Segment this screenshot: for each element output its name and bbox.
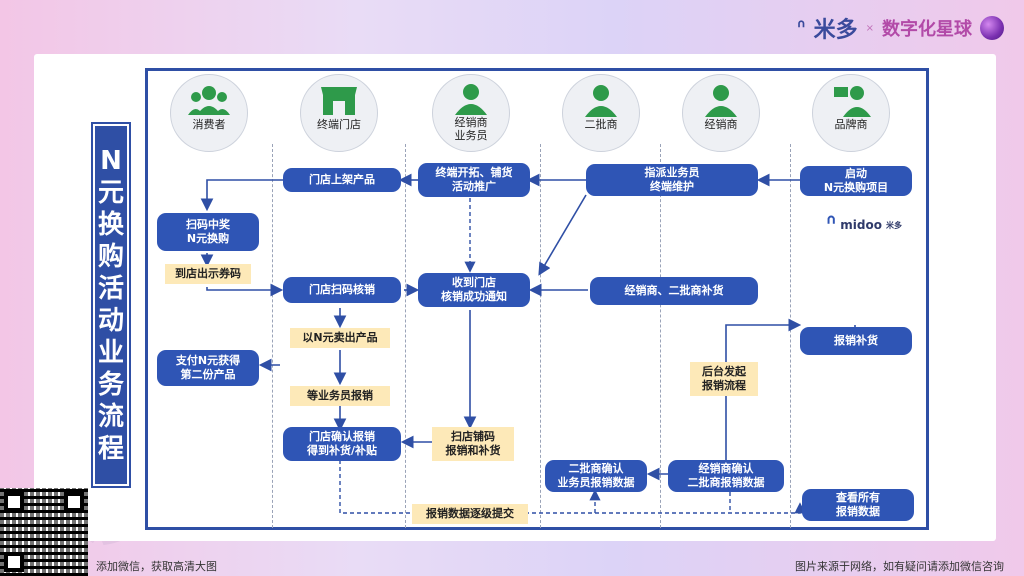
node-replenish: 经销商、二批商补货: [590, 277, 758, 305]
brand-midoo: 米多: [813, 18, 858, 43]
node-scan-store: 扫店铺码 报销和补货: [432, 427, 514, 461]
role-dealer: 经销商: [682, 74, 760, 152]
node-notify: 收到门店 核销成功通知: [418, 273, 530, 307]
tag-sell-n: 以N元卖出产品: [290, 328, 390, 348]
node-scan-win: 扫码中奖 N元换购: [157, 213, 259, 251]
group-icon: [188, 86, 230, 115]
lane-divider: [660, 144, 661, 528]
midoo-logo-icon: ᐢ: [826, 210, 837, 240]
node-store-verify: 门店扫码核销: [283, 277, 401, 303]
node-reimb-goods: 报销补货: [800, 327, 912, 355]
tag-show-coupon: 到店出示券码: [165, 264, 251, 284]
store-icon: [321, 87, 357, 115]
brand-header: ᐢ 米多 × 数字化星球: [796, 14, 1004, 43]
midoo-logo-icon: ᐢ: [796, 15, 806, 41]
node-second-confirm: 二批商确认 业务员报销数据: [545, 460, 647, 492]
role-brand: 品牌商: [812, 74, 890, 152]
node-expand: 终端开拓、铺货 活动推广: [418, 163, 530, 197]
lane-divider: [540, 144, 541, 528]
node-view-all: 查看所有 报销数据: [802, 489, 914, 521]
title-char: 购: [97, 242, 124, 272]
midoo-logo: ᐢ midoo 米多: [826, 210, 902, 240]
flow-frame: [145, 68, 929, 530]
role-second-wholesaler: 二批商: [562, 74, 640, 152]
footer-left-text: 添加微信，获取高清大图: [96, 560, 217, 573]
title-char: 动: [97, 306, 124, 336]
role-store: 终端门店: [300, 74, 378, 152]
lane-divider: [790, 144, 791, 528]
person-icon: [705, 85, 737, 117]
qr-code: [0, 488, 88, 576]
person-icon: [455, 84, 487, 115]
presenter-icon: [834, 86, 871, 117]
tag-submit: 报销数据逐级提交: [412, 504, 528, 524]
title-char: 活: [97, 274, 124, 304]
node-shelf: 门店上架产品: [283, 168, 401, 192]
tag-backend: 后台发起 报销流程: [690, 362, 758, 396]
title-char: 业: [97, 338, 124, 368]
person-icon: [585, 85, 617, 117]
node-dealer-confirm: 经销商确认 二批商报销数据: [668, 460, 784, 492]
node-pay: 支付N元获得 第二份产品: [157, 350, 259, 386]
title-char: 元: [97, 178, 124, 208]
role-dealer-salesman: 经销商 业务员: [432, 74, 510, 152]
node-assign-salesman: 指派业务员 终端维护: [586, 164, 758, 196]
lane-divider: [272, 144, 273, 528]
title-char: 程: [97, 434, 124, 464]
planet-icon: [980, 16, 1004, 40]
footer-right-text: 图片来源于网络，如有疑问请添加微信咨询: [795, 560, 1004, 573]
node-launch: 启动 N元换购项目: [800, 166, 912, 196]
title-char: 换: [97, 210, 124, 240]
title-char: N: [100, 146, 122, 176]
role-consumer: 消费者: [170, 74, 248, 152]
title-char: 流: [97, 402, 124, 432]
lane-divider: [405, 144, 406, 528]
title-char: 务: [97, 370, 124, 400]
tag-wait: 等业务员报销: [290, 386, 390, 406]
node-confirm: 门店确认报销 得到补货/补贴: [283, 427, 401, 461]
brand-xq: 数字化星球: [882, 19, 972, 40]
